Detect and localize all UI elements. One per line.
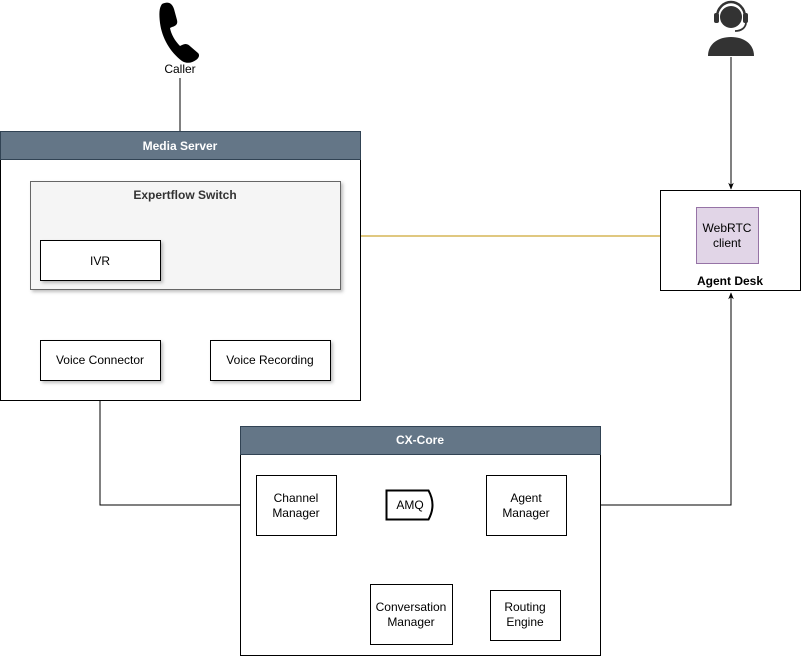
voice-connector-to-channel-manager-arrow <box>99 380 257 508</box>
conversation-manager-box: Conversation Manager <box>370 584 453 645</box>
phone-handset-icon <box>159 2 200 63</box>
ivr-box: IVR <box>40 240 161 281</box>
cx-core-title: CX-Core <box>396 433 444 447</box>
channel-manager-label-line1: Channel <box>274 491 319 505</box>
routing-engine-box: Routing Engine <box>490 590 561 641</box>
expertflow-switch-title: Expertflow Switch <box>133 188 236 202</box>
caller-label: Caller <box>164 62 195 76</box>
agent-desk-title: Agent Desk <box>697 274 763 288</box>
channel-manager-box: Channel Manager <box>256 475 337 536</box>
agent-headset-icon <box>708 0 754 56</box>
conversation-manager-label-line1: Conversation <box>376 600 447 614</box>
webrtc-client-label-line2: client <box>713 236 742 250</box>
amq-queue-node: AMQ <box>385 489 434 521</box>
agent-manager-label-line2: Manager <box>502 506 549 520</box>
webrtc-client-box: WebRTC client <box>696 207 759 264</box>
agent-manager-agent-desk-arrow <box>567 292 734 508</box>
media-server-container: Media Server Expertflow Switch IVR Voice… <box>0 131 361 401</box>
voice-recording-box: Voice Recording <box>210 340 331 381</box>
cx-core-container: CX-Core Channel Manager AMQ Agent Manage… <box>240 426 601 656</box>
media-server-title: Media Server <box>143 139 218 153</box>
routing-engine-label-line1: Routing <box>504 600 545 614</box>
ivr-label: IVR <box>90 254 110 268</box>
voice-connector-label: Voice Connector <box>56 353 144 367</box>
agent-manager-label-line1: Agent <box>510 491 542 505</box>
amq-label: AMQ <box>396 498 423 512</box>
agent-desk-container: WebRTC client Agent Desk <box>660 190 801 291</box>
agent-manager-box: Agent Manager <box>486 475 567 536</box>
channel-manager-label-line2: Manager <box>272 506 319 520</box>
routing-engine-label-line2: Engine <box>506 615 544 629</box>
conversation-manager-label-line2: Manager <box>387 615 434 629</box>
voice-recording-label: Voice Recording <box>226 353 313 367</box>
voice-connector-box: Voice Connector <box>40 340 161 381</box>
webrtc-client-label-line1: WebRTC <box>703 221 752 235</box>
